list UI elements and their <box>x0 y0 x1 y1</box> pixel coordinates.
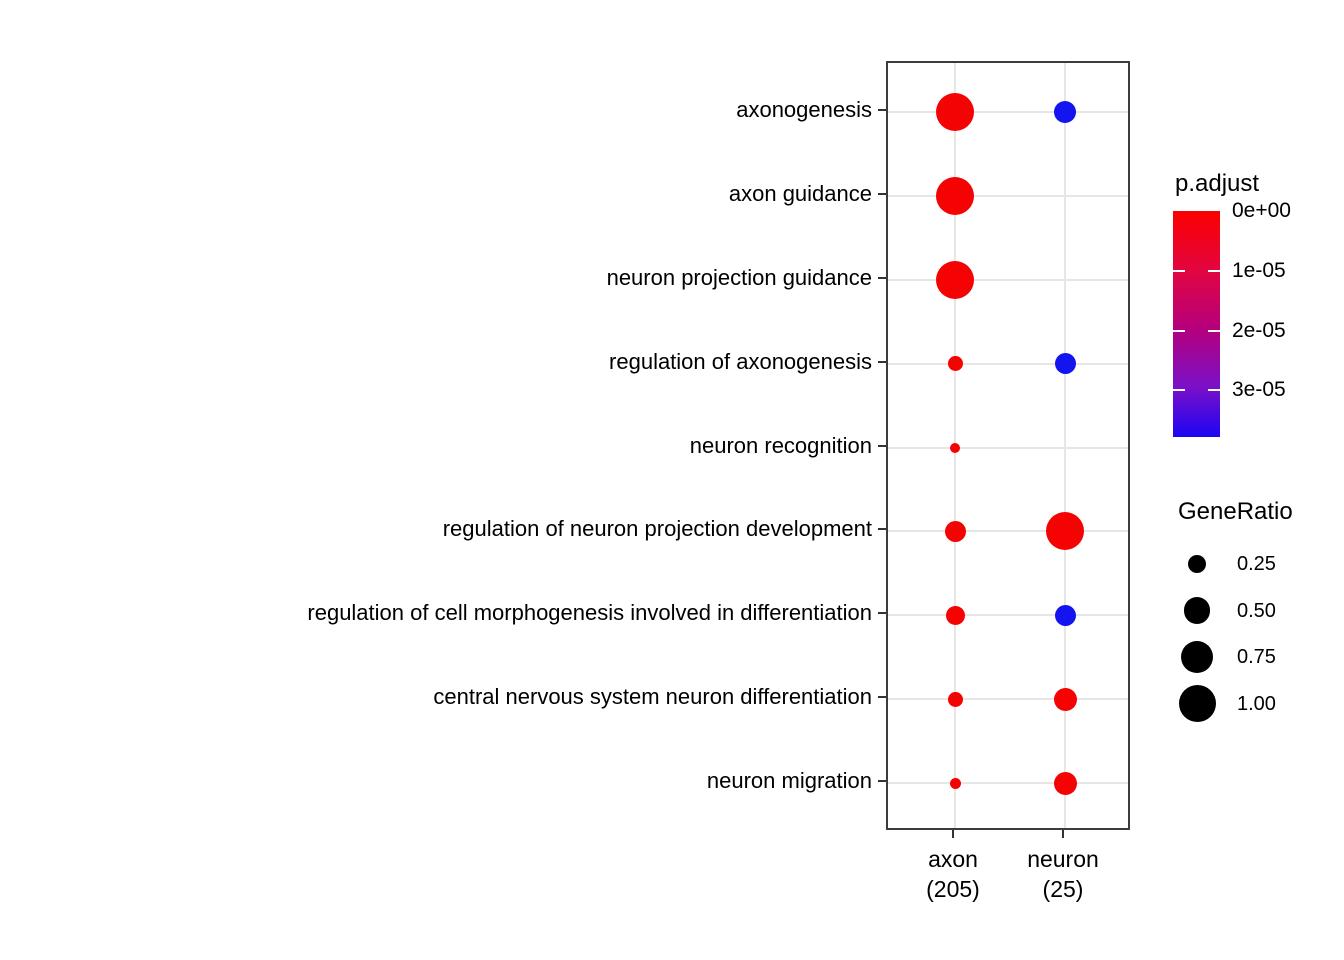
y-axis-label: regulation of cell morphogenesis involve… <box>307 600 872 626</box>
cluster-name: axon <box>928 846 978 872</box>
colorbar-tick <box>1208 269 1220 272</box>
y-axis-tick <box>878 780 886 782</box>
y-axis-label: axon guidance <box>728 180 872 206</box>
dot-axon-pathway-1 <box>936 176 974 215</box>
plot-panel <box>886 61 1130 830</box>
y-axis-label: neuron recognition <box>689 432 872 458</box>
generatio-size-dot <box>1180 640 1213 673</box>
y-axis-label: regulation of axonogenesis <box>609 348 872 374</box>
colorbar-tick-label: 1e-05 <box>1232 258 1286 282</box>
y-axis-tick <box>878 192 886 195</box>
grid-line-horizontal <box>888 278 1128 281</box>
grid-line-horizontal <box>888 446 1128 449</box>
dot-neuron-pathway-8 <box>1053 771 1077 795</box>
generatio-size-dot <box>1178 685 1216 722</box>
colorbar-tick-label: 0e+00 <box>1232 199 1291 222</box>
y-axis-tick <box>878 109 886 111</box>
colorbar-tick <box>1173 329 1185 332</box>
grid-line-horizontal <box>888 614 1128 617</box>
y-axis-label: neuron projection guidance <box>606 264 872 290</box>
dot-axon-pathway-8 <box>949 777 961 789</box>
y-axis-tick <box>878 612 886 615</box>
colorbar-tick-label: 2e-05 <box>1232 318 1286 342</box>
x-axis-label-axon: axon (205) <box>873 844 1033 904</box>
generatio-legend-title: GeneRatio <box>1178 498 1293 525</box>
grid-line-horizontal <box>888 530 1128 533</box>
dot-neuron-pathway-5 <box>1046 512 1084 551</box>
dot-axon-pathway-3 <box>947 356 963 372</box>
padjust-legend-title: p.adjust <box>1175 170 1260 197</box>
cluster-gene-count: (25) <box>1042 876 1084 902</box>
x-axis-tick <box>1062 830 1064 838</box>
dot-axon-pathway-5 <box>944 520 966 542</box>
dot-neuron-pathway-0 <box>1054 101 1076 123</box>
grid-line-vertical <box>1064 63 1066 828</box>
dot-axon-pathway-2 <box>936 260 974 299</box>
y-axis-tick <box>878 276 886 279</box>
dot-neuron-pathway-3 <box>1054 353 1076 375</box>
generatio-size-dot <box>1183 597 1211 624</box>
y-axis-label: axonogenesis <box>736 97 872 122</box>
y-axis-label: regulation of neuron projection developm… <box>442 516 872 542</box>
colorbar-tick <box>1173 389 1185 392</box>
colorbar-tick <box>1173 269 1185 272</box>
grid-line-horizontal <box>888 111 1128 113</box>
cluster-gene-count: (205) <box>926 876 980 902</box>
colorbar-tick <box>1208 389 1220 392</box>
dot-axon-pathway-0 <box>936 93 974 131</box>
x-axis-tick <box>952 830 954 838</box>
y-axis-tick <box>878 528 886 531</box>
y-axis-tick <box>878 696 886 699</box>
colorbar-tick <box>1208 329 1220 332</box>
y-axis-tick <box>878 444 886 447</box>
y-axis-tick <box>878 360 886 363</box>
grid-line-horizontal <box>888 362 1128 365</box>
x-axis-label-neuron: neuron (25) <box>983 844 1143 904</box>
grid-line-horizontal <box>888 194 1128 197</box>
generatio-size-dot <box>1187 554 1207 574</box>
y-axis-label: neuron migration <box>706 768 872 793</box>
padjust-colorbar <box>1173 211 1220 437</box>
generatio-size-label: 0.75 <box>1237 646 1276 668</box>
colorbar-tick-label: 3e-05 <box>1232 378 1286 402</box>
generatio-size-label: 1.00 <box>1237 692 1276 715</box>
y-axis-label: central nervous system neuron differenti… <box>433 684 872 710</box>
generatio-size-label: 0.25 <box>1237 553 1276 575</box>
dot-axon-pathway-7 <box>947 691 963 707</box>
dot-neuron-pathway-7 <box>1053 687 1077 711</box>
dot-axon-pathway-4 <box>950 442 960 453</box>
generatio-size-label: 0.50 <box>1237 599 1276 622</box>
grid-line-horizontal <box>888 782 1128 784</box>
dot-neuron-pathway-6 <box>1054 604 1076 626</box>
dot-axon-pathway-6 <box>945 605 965 625</box>
cluster-name: neuron <box>1027 846 1099 872</box>
grid-line-horizontal <box>888 698 1128 701</box>
